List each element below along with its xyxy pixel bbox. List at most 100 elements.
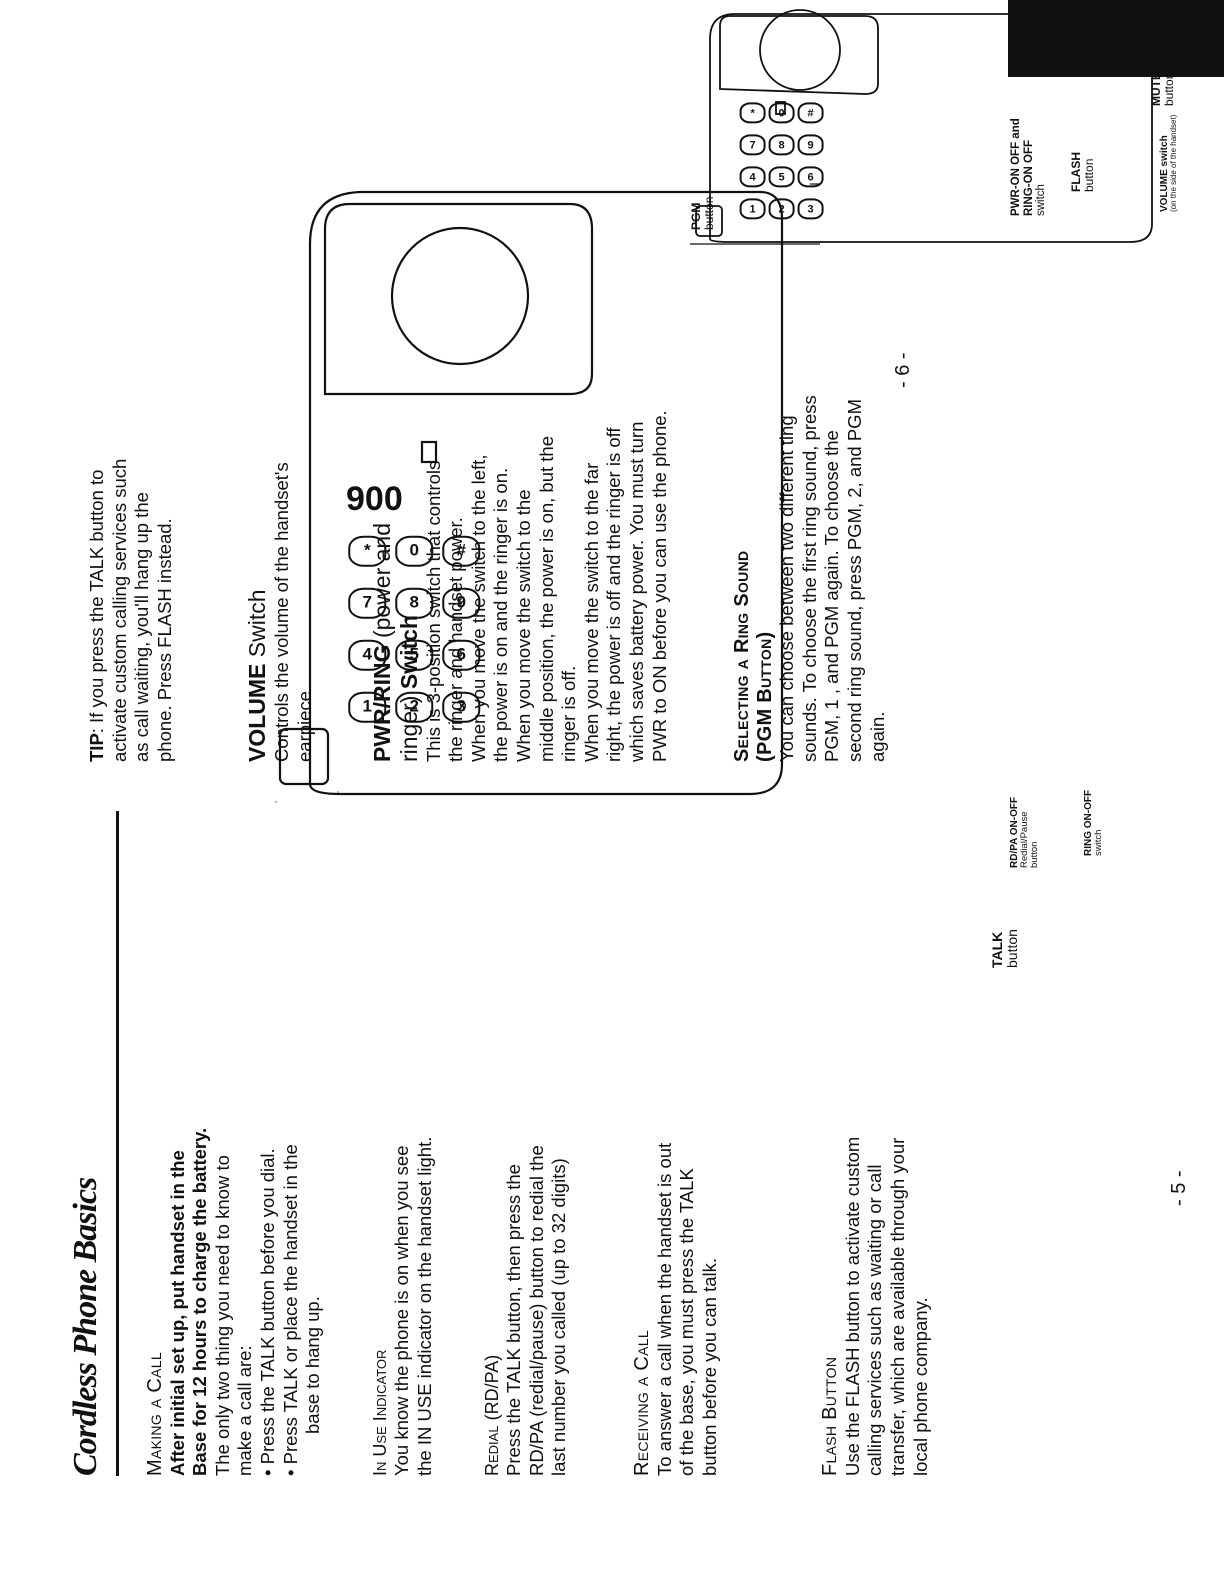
handset-earpiece-bay	[323, 202, 594, 396]
pwr-heading-rest2: ringer)	[395, 689, 422, 762]
tip-text-2: activate custom calling services such	[108, 458, 130, 762]
pwr-text-8: When you move the switch to the far	[580, 462, 602, 762]
receiving-heading: Receiving a Call	[630, 1330, 653, 1476]
right-key-11: #	[797, 102, 824, 124]
right-key-2: 3	[797, 198, 824, 220]
pwr-heading-2: ringer) Switch	[396, 72, 423, 762]
pwr-switch-label: PWR-ON OFF and RING-ON OFF switch	[1010, 118, 1048, 216]
in-use-window	[420, 440, 438, 464]
scan-speck-2: ·	[330, 790, 344, 794]
redial-text-2: RD/PA (redial/pause) button to redial th…	[525, 1145, 547, 1476]
right-key-9: *	[739, 102, 766, 124]
right-key-3: 4	[739, 166, 766, 188]
rdpa-label-sub2: button	[1029, 841, 1040, 868]
tip-text-1a: : If you press the TALK button to	[86, 469, 107, 734]
antenna	[278, 727, 330, 786]
volume-label-title: VOLUME switch	[1159, 135, 1170, 212]
making-call-bullet-2b: base to hang up.	[302, 1296, 324, 1434]
redial-text-1: Press the TALK button, then press the	[503, 1164, 525, 1476]
receiving-text-1: To answer a call when the handset is out	[653, 1142, 675, 1476]
making-call-heading: Making a Call	[144, 1352, 166, 1476]
making-call-bullet-1: • Press the TALK button before you dial.	[256, 1148, 278, 1476]
earpiece-circle-right	[759, 9, 841, 91]
volume-heading: VOLUME Switch	[244, 72, 271, 762]
handset-body-right	[709, 13, 1153, 243]
pwr-heading-bold2: Switch	[395, 615, 422, 690]
redial-heading: Redial (RD/PA)	[481, 1354, 502, 1476]
receiving-text-2: of the base, you must press the TALK	[676, 1168, 698, 1476]
page-number-6: - 6 -	[892, 352, 914, 388]
in-use-heading: In Use Indicator	[369, 1349, 390, 1476]
talk-label-title: TALK	[989, 931, 1005, 968]
volume-label-sub: (on the side of the handset)	[1169, 114, 1178, 212]
ring-onoff-label-sub: switch	[1093, 829, 1104, 856]
flash-text-3: transfer, which are available through yo…	[887, 1137, 909, 1476]
right-key-7: 8	[768, 134, 795, 156]
making-call-bullet-2: • Press TALK or place the handset in the…	[280, 856, 325, 1476]
pwr-text-7: ringer is off.	[558, 665, 580, 762]
volume-heading-bold: VOLUME	[244, 663, 271, 762]
flash-label-sub: button	[1082, 158, 1096, 192]
making-call-text-2: make a call are:	[234, 1345, 256, 1476]
tip-text-1: TIP: If you press the TALK button to	[86, 72, 109, 762]
mute-label: MUTE button	[1149, 72, 1176, 106]
pwr-text-5: When you move the switch to the	[512, 489, 534, 763]
making-call-bold-1: After initial set up, put handset in the	[166, 1150, 188, 1476]
talk-label: TALK button	[989, 929, 1020, 968]
tip-text-4: phone. Press FLASH instead.	[153, 518, 175, 762]
pwr-text-9: right, the power is off and the ringer i…	[603, 427, 625, 762]
pgm-label: PGM button	[689, 196, 716, 230]
pwr-text-3: When you move the switch to the left,	[467, 454, 489, 762]
pwr-heading-rest1: (power and	[368, 522, 395, 645]
right-key-6: 7	[739, 134, 766, 156]
making-call-bold-2: Base for 12 hours to charge the battery.	[189, 1127, 211, 1476]
pwr-text-10: which saves battery power. You must turn	[625, 421, 647, 762]
scan-speck-1: ·	[268, 800, 282, 804]
volume-text-2: earpiece.	[293, 685, 315, 762]
title-rule	[116, 811, 119, 1476]
pwr-text-4: the power is on and the ringer is on.	[490, 467, 512, 762]
making-call-text-1: The only two thing you need to know to	[211, 1155, 233, 1476]
pwr-text-11: PWR to ON before you can use the phone.	[648, 410, 670, 762]
tip-label: TIP	[86, 733, 107, 762]
in-use-text-1: You know the phone is on when you see	[391, 1145, 413, 1476]
pwr-switch-label-sub1: RING-ON OFF	[1022, 139, 1035, 216]
earpiece-circle	[390, 226, 530, 366]
flash-text-1: Use the FLASH button to activate custom	[841, 1136, 863, 1476]
flash-text-2: calling services such as waiting or call	[864, 1164, 886, 1476]
page-title: Cordless Phone Basics	[67, 1177, 104, 1476]
ring-onoff-label: RING ON-OFF switch	[1083, 790, 1104, 856]
left-column: Making a Call After initial set up, put …	[144, 856, 932, 1476]
antenna-right	[695, 205, 723, 237]
flash-heading: Flash Button	[819, 1356, 842, 1476]
pwr-switch-label-title: PWR-ON OFF and	[1010, 118, 1022, 216]
volume-heading-rest: Switch	[244, 589, 271, 664]
page-number-5: - 5 -	[1168, 1170, 1190, 1206]
pwr-text-1: This is 3-position switch that controls	[422, 460, 444, 762]
pwr-text-2: the ringer and handset power.	[445, 517, 467, 762]
pwr-heading-bold1: PWR/RING	[368, 644, 395, 762]
rdpa-label: RD/PA ON-OFF Redial/Pause button	[1009, 797, 1040, 868]
receiving-text-3: button before you can talk.	[698, 1257, 720, 1476]
in-use-text-2: the IN USE indicator on the handset ligh…	[413, 1136, 435, 1476]
flash-text-4: local phone company.	[909, 1297, 931, 1476]
pwr-text-6: middle position, the power is on, but th…	[535, 436, 557, 762]
mute-label-sub: button	[1162, 72, 1176, 106]
making-call-bullet-2a: • Press TALK or place the handset in the	[279, 1144, 301, 1476]
earpiece-bay-right	[719, 15, 879, 95]
pwr-heading-1: PWR/RING (power and	[369, 72, 396, 762]
right-key-8: 9	[797, 134, 824, 156]
pgm-label-sub: button	[702, 196, 716, 230]
right-key-5: 6	[797, 166, 824, 188]
handset-diagram-right	[690, 9, 1153, 245]
volume-text-1: Controls the volume of the handset's	[271, 462, 293, 762]
right-key-10: 0	[768, 102, 795, 124]
volume-label: VOLUME switch (on the side of the handse…	[1159, 114, 1178, 212]
in-use-window-right	[775, 101, 786, 115]
handset-diagram-left	[278, 190, 784, 796]
flash-label: FLASH button	[1069, 152, 1096, 192]
tip-text-3: as call waiting, you'll hang up the	[131, 492, 153, 762]
right-key-0: 1	[739, 198, 766, 220]
pwr-switch-label-sub2: switch	[1035, 184, 1047, 216]
